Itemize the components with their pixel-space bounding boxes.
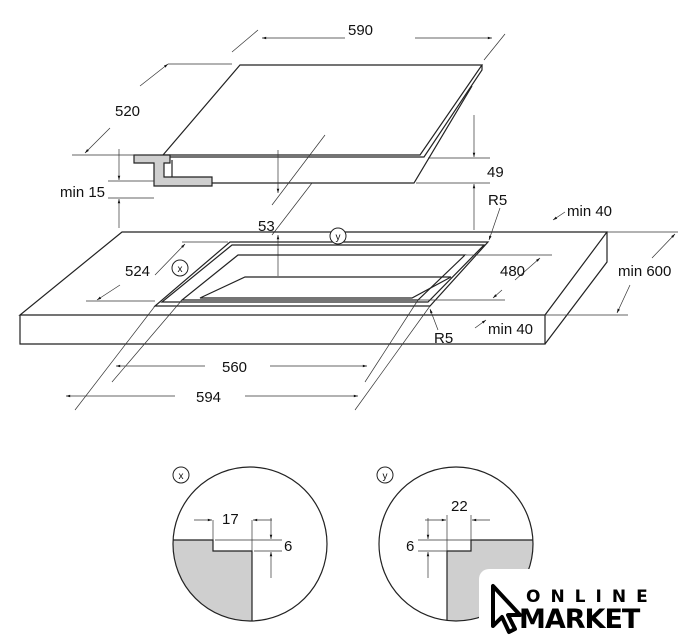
dim-cutout-depth: 480	[500, 263, 525, 280]
logo-line2: MARKET	[519, 604, 641, 635]
detail-x: 17 6 x	[172, 466, 328, 622]
dim-hob-depth: 520	[115, 103, 140, 120]
dim-y-width: 22	[451, 498, 468, 515]
tag-x: x	[178, 264, 183, 275]
logo-line1: ONLINE	[526, 587, 658, 607]
label-min-front: min 40	[488, 321, 533, 338]
dim-x-height: 6	[284, 538, 292, 555]
worktop-drawing: R5 min 40 524 480 min 600 min 40 R5 560 …	[18, 192, 678, 411]
detail-x-tag: x	[179, 471, 184, 482]
detail-y-tag: y	[383, 471, 388, 482]
onlinemarket-logo: ONLINE MARKET	[479, 569, 694, 640]
dim-x-width: 17	[222, 511, 239, 528]
dim-under-depth: 53	[258, 218, 275, 235]
dim-outer-width: 594	[196, 389, 221, 406]
label-radius-back: R5	[488, 192, 507, 209]
label-min-back: min 40	[567, 203, 612, 220]
dim-y-height: 6	[406, 538, 414, 555]
dim-min-clearance: min 15	[60, 184, 105, 201]
hob-drawing: 590 520 49 min 15 53	[60, 22, 506, 276]
tag-y: y	[336, 232, 341, 243]
dim-worktop-depth: min 600	[618, 263, 671, 280]
dim-hob-height: 49	[487, 164, 504, 181]
label-radius-front: R5	[434, 330, 453, 347]
dim-outer-depth: 524	[125, 263, 150, 280]
dim-inner-width: 560	[222, 359, 247, 376]
dim-hob-width: 590	[348, 22, 373, 39]
cursor-icon	[491, 584, 522, 634]
